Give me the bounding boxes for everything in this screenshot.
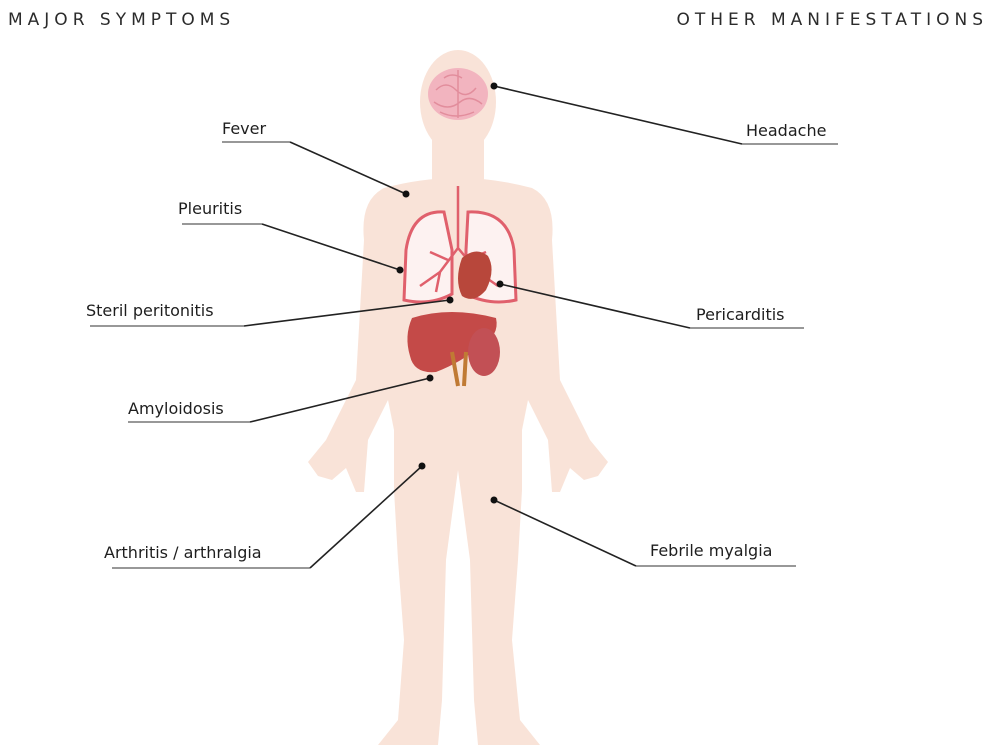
label-arthritis: Arthritis / arthralgia	[104, 463, 426, 569]
peritonitis-label: Steril peritonitis	[86, 301, 214, 320]
arthritis-label: Arthritis / arthralgia	[104, 543, 262, 562]
headache-label: Headache	[746, 121, 826, 140]
stomach-organ	[468, 328, 500, 376]
label-fever: Fever	[222, 119, 410, 198]
pleuritis-label: Pleuritis	[178, 199, 242, 218]
label-myalgia: Febrile myalgia	[491, 497, 797, 567]
myalgia-label: Febrile myalgia	[650, 541, 772, 560]
label-headache: Headache	[491, 83, 839, 145]
brain-organ	[428, 68, 488, 120]
fever-label: Fever	[222, 119, 266, 138]
amyloidosis-label: Amyloidosis	[128, 399, 224, 418]
pericarditis-label: Pericarditis	[696, 305, 785, 324]
